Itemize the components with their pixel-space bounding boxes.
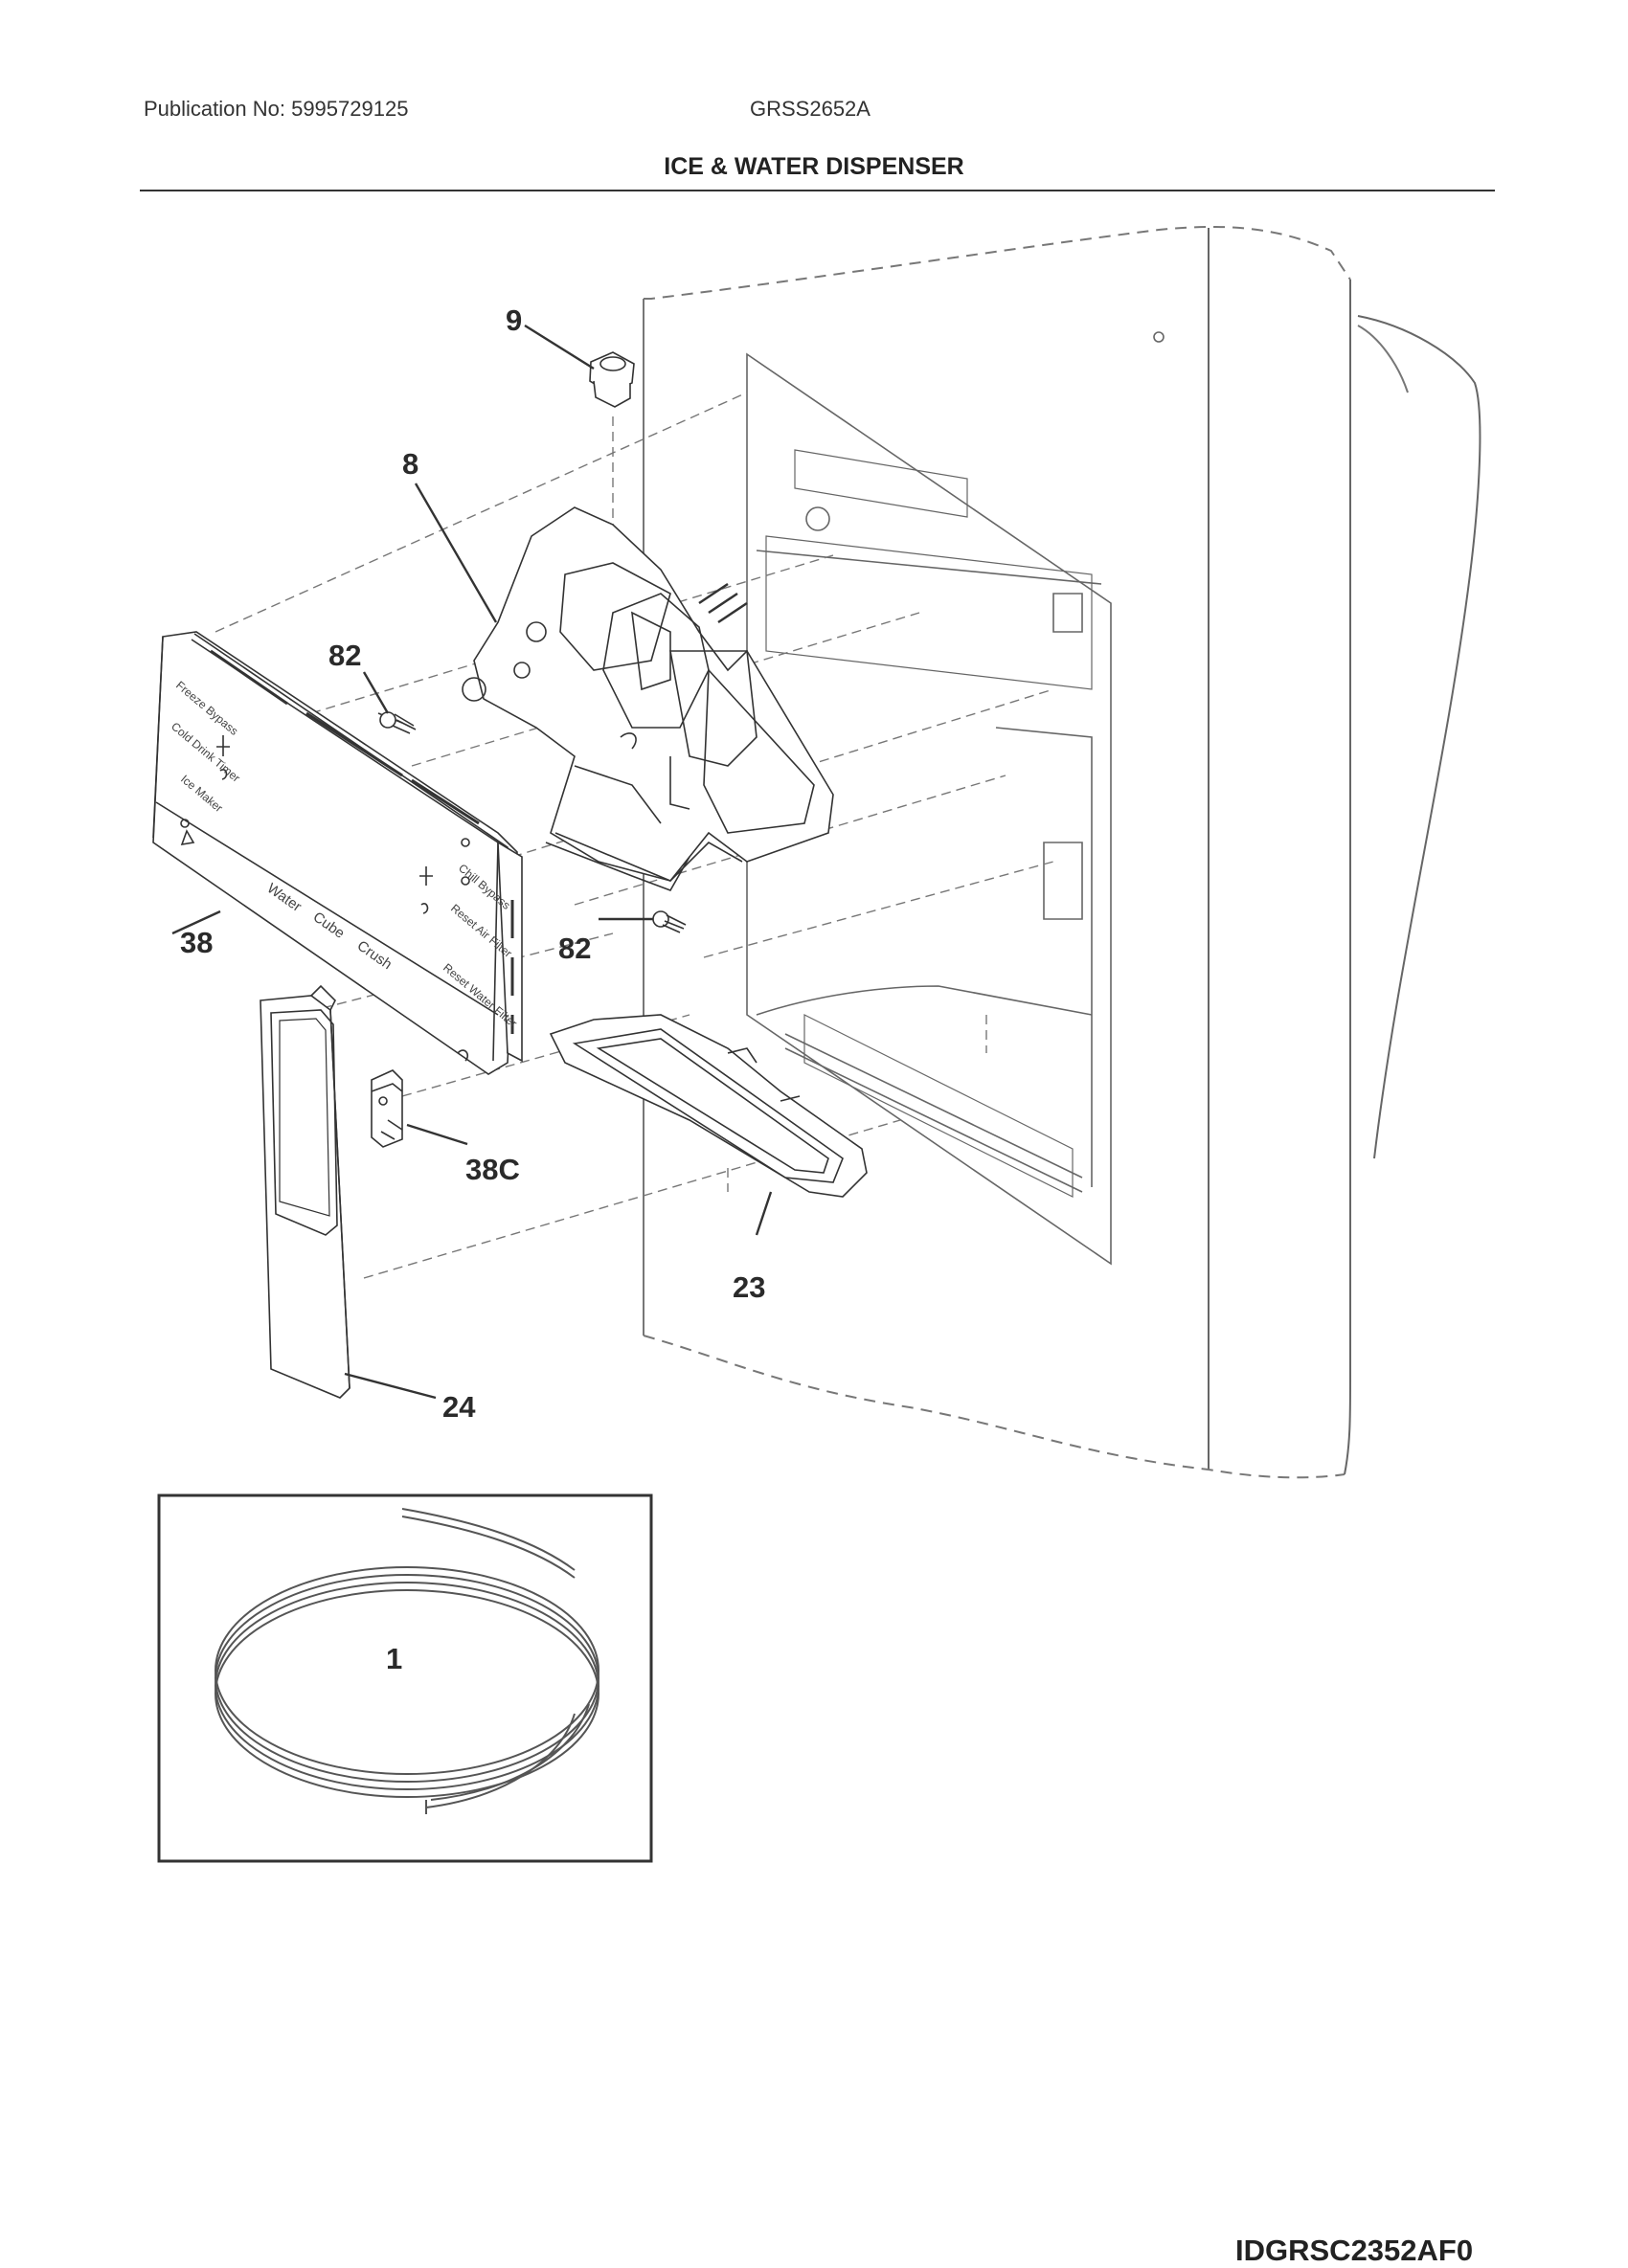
page-title: ICE & WATER DISPENSER <box>664 153 964 180</box>
exploded-parts-diagram: 9 8 82 38 82 38C 23 24 1 Freeze Bypass C… <box>152 226 1481 1863</box>
part-9-cap <box>589 351 635 408</box>
header-divider <box>140 190 1495 191</box>
callout-1: 1 <box>386 1642 402 1675</box>
part-38c-switch <box>371 1069 403 1148</box>
model-number: GRSS2652A <box>750 97 871 121</box>
part-8-ice-chute-assembly <box>462 506 834 891</box>
part-82-screw-upper <box>377 711 417 734</box>
callout-82-upper: 82 <box>328 639 361 672</box>
callout-24: 24 <box>442 1390 476 1424</box>
part-82-screw-lower <box>652 910 687 933</box>
callout-9: 9 <box>506 303 522 337</box>
publication-number: Publication No: 5995729125 <box>144 97 409 121</box>
part-23-drip-tray <box>549 1014 868 1198</box>
callout-23: 23 <box>733 1270 765 1304</box>
callout-38c: 38C <box>465 1153 520 1186</box>
callout-38: 38 <box>180 926 213 959</box>
callout-82-lower: 82 <box>558 932 591 965</box>
callout-8: 8 <box>402 447 418 481</box>
diagram-id: IDGRSC2352AF0 <box>1235 2234 1474 2267</box>
part-38-control-panel <box>152 631 523 1075</box>
part-24-actuator-pad <box>260 984 350 1399</box>
tubing-inset <box>157 1493 653 1863</box>
